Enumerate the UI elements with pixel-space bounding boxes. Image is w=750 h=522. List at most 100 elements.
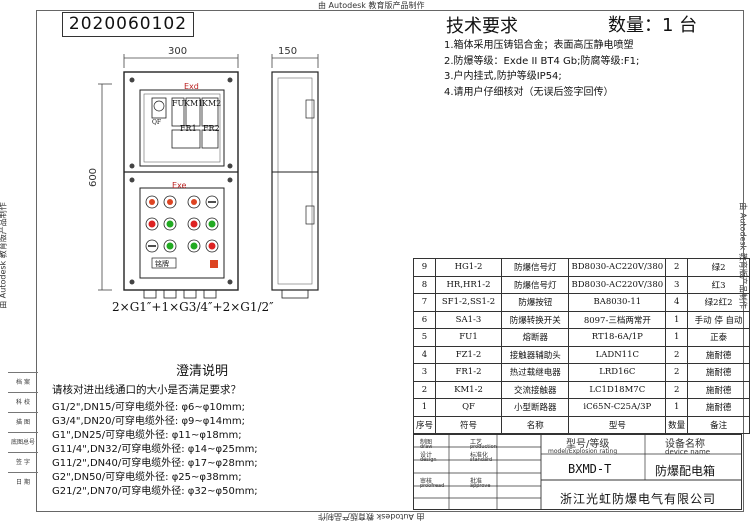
clarification-question: 请核对进出线通口的大小是否满足要求？ xyxy=(52,384,241,396)
bom-cell: 1 xyxy=(665,398,689,417)
bom-cell: 正泰 xyxy=(687,328,750,347)
model-label: 型号/等级 xyxy=(566,439,610,450)
bom-cell: 施耐德 xyxy=(687,345,750,364)
watermark-top: 由 Autodesk 教育版产品制作 xyxy=(318,1,425,10)
clarification-line: G21/2",DN70/可穿电缆外径: φ32~φ50mm; xyxy=(52,486,258,497)
device-name-value: 防爆配电箱 xyxy=(655,464,716,478)
bom-cell: 防爆信号灯 xyxy=(500,258,570,277)
clarification-line: G1",DN25/可穿电缆外径: φ11~φ18mm; xyxy=(52,430,242,441)
bom-cell: 4 xyxy=(412,345,437,364)
role-label-standard-en: standard xyxy=(470,457,493,463)
bom-cell: 施耐德 xyxy=(687,363,750,382)
role-label-approve-en: approve xyxy=(470,483,491,489)
enclosure-drawing xyxy=(98,54,319,299)
bom-cell: 接触器辅助头 xyxy=(500,345,570,364)
strip-cell: 科 校 xyxy=(8,392,38,412)
watermark-left: 由 Autodesk 教育版产品制作 xyxy=(0,202,8,308)
bom-cell: KM1-2 xyxy=(435,380,502,399)
component-label-fr1: FR1 xyxy=(180,124,197,133)
dimension-depth: 150 xyxy=(278,46,298,57)
bom-header-cell: 备注 xyxy=(687,415,750,434)
clarification-line: G1/2",DN15/可穿电缆外径: φ6~φ10mm; xyxy=(52,402,245,413)
clarification-line: G3/4",DN20/可穿电缆外径: φ9~φ14mm; xyxy=(52,416,245,427)
bom-cell: 9 xyxy=(412,258,437,277)
role-label-production-en: production xyxy=(470,444,497,450)
clarification-title: 澄清说明 xyxy=(175,364,228,379)
bom-header-cell: 符号 xyxy=(435,415,502,434)
drawing-number: 2020060102 xyxy=(62,12,194,37)
bom-cell: 小型断路器 xyxy=(500,398,570,417)
bom-cell: 绿2 xyxy=(687,258,750,277)
clarification-section: 澄清说明 请核对进出线通口的大小是否满足要求？ G1/2",DN15/可穿电缆外… xyxy=(52,360,352,499)
role-label-design-en: design xyxy=(420,457,437,463)
role-label-approve: 批准 xyxy=(470,478,483,485)
dimension-height: 600 xyxy=(88,167,100,188)
bom-cell: 绿2红2 xyxy=(687,293,750,312)
bom-cell: 防爆按钮 xyxy=(500,293,570,312)
table-header-row: 序号符号名称型号数量备注 xyxy=(412,415,750,434)
bom-cell: 1 xyxy=(665,328,689,347)
nameplate-label: 铭牌 xyxy=(155,260,169,268)
bom-cell: 2 xyxy=(665,363,689,382)
requirement-item: 4.请用户仔细核对（无误后签字回传） xyxy=(444,86,614,98)
component-label-qf: QF xyxy=(152,119,162,126)
left-approval-strip: 档 案 科 校 描 图 底图总号 签 字 日 期 xyxy=(8,372,38,492)
device-name-label-en: device name xyxy=(665,448,711,456)
bom-cell: 2 xyxy=(665,380,689,399)
role-label-design: 设计 xyxy=(420,452,433,459)
bom-cell: 1 xyxy=(665,310,689,329)
bom-cell: HG1-2 xyxy=(435,258,502,277)
bom-cell: 手动 停 自动 xyxy=(687,310,750,329)
quantity-label: 数量：1 台 xyxy=(608,15,698,36)
role-label-draw-en: draw xyxy=(420,444,433,450)
requirements-list: 1.箱体采用压铸铝合金；表面高压静电喷塑 2.防爆等级：Exde II BT4 … xyxy=(444,38,639,100)
strip-cell: 描 图 xyxy=(8,412,38,432)
title-block-grid xyxy=(413,434,742,510)
bom-cell: BD8030-AC220V/380 xyxy=(568,275,667,294)
thread-spec: 2×G1″+1×G3/4″+2×G1/2″ xyxy=(112,300,274,314)
component-label-km1: KM1 xyxy=(184,99,204,108)
lower-ex-mark: Exe xyxy=(172,181,187,190)
requirements-title: 技术要求 xyxy=(446,16,518,37)
dimension-width: 300 xyxy=(168,46,188,57)
bom-cell: 5 xyxy=(412,328,437,347)
bom-cell: 防爆信号灯 xyxy=(500,275,570,294)
clarification-line: G2",DN50/可穿电缆外径: φ25~φ38mm; xyxy=(52,472,242,483)
bom-cell: 4 xyxy=(665,293,689,312)
requirement-item: 2.防爆等级：Exde II BT4 Gb;防腐等级:F1; xyxy=(444,55,640,67)
bom-cell: 6 xyxy=(412,310,437,329)
bom-cell: BD8030-AC220V/380 xyxy=(568,258,667,277)
role-label-proofread: 审核 xyxy=(420,478,433,485)
clarification-line: G11/2",DN40/可穿电缆外径: φ17~φ28mm; xyxy=(52,458,258,469)
bom-cell: 2 xyxy=(665,345,689,364)
bom-cell: RT18-6A/1P xyxy=(568,328,667,347)
bom-header-cell: 数量 xyxy=(665,415,689,434)
bom-cell: 防爆转换开关 xyxy=(500,310,570,329)
strip-cell: 日 期 xyxy=(8,472,38,492)
bom-cell: 施耐德 xyxy=(687,380,750,399)
model-value: BXMD-T xyxy=(568,462,612,476)
bom-cell: SA1-3 xyxy=(435,310,502,329)
role-label-draw: 制图 xyxy=(420,439,433,446)
bom-cell: BA8030-11 xyxy=(568,293,667,312)
bom-cell: 熔断器 xyxy=(500,328,570,347)
role-label-proofread-en: proofread xyxy=(420,483,445,489)
table-row: 9 HG1-2 防爆信号灯 BD8030-AC220V/380 2 绿2 xyxy=(412,258,750,277)
model-label-en: model/Explosion rating xyxy=(548,448,618,455)
bom-cell: 热过载继电器 xyxy=(500,363,570,382)
requirement-item: 1.箱体采用压铸铝合金；表面高压静电喷塑 xyxy=(444,40,634,51)
strip-cell: 签 字 xyxy=(8,452,38,472)
bom-cell: LC1D18M7C xyxy=(568,380,667,399)
bom-cell: 交流接触器 xyxy=(500,380,570,399)
bom-cell: 3 xyxy=(665,275,689,294)
company-name: 浙江光虹防爆电气有限公司 xyxy=(560,492,717,506)
bom-cell: 2 xyxy=(665,258,689,277)
bom-header-cell: 型号 xyxy=(568,415,667,434)
bom-cell: LRD16C xyxy=(568,363,667,382)
bom-cell: 8 xyxy=(412,275,437,294)
component-label-fr2: FR2 xyxy=(203,124,220,133)
bom-cell: LADN11C xyxy=(568,345,667,364)
